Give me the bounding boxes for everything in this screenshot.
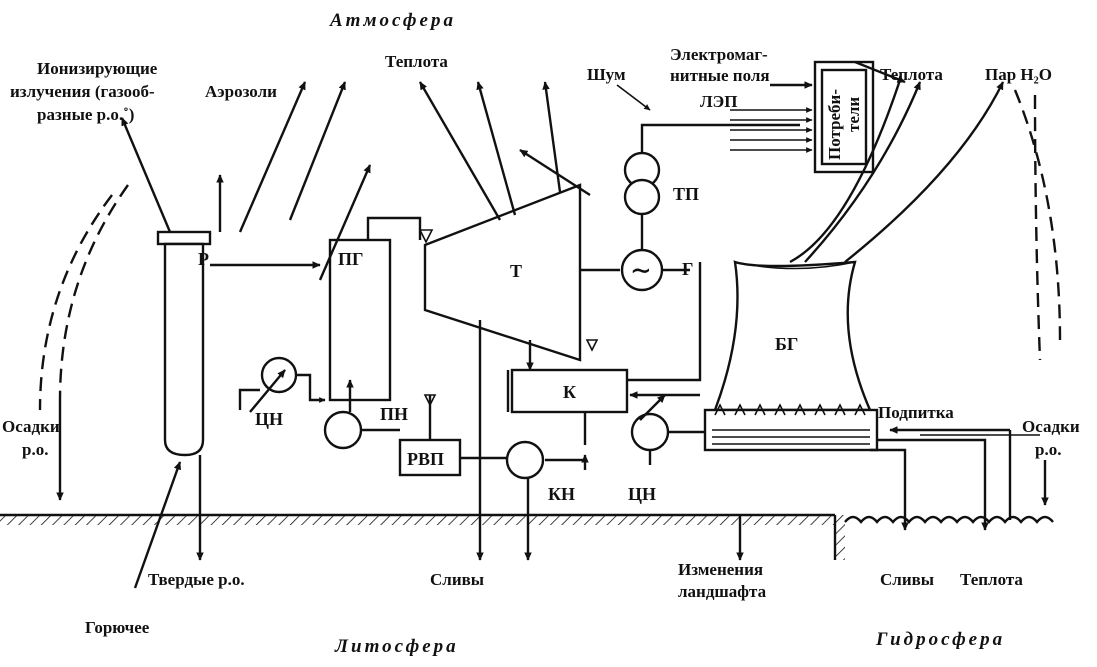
circ-pump-1-label: ЦН [255, 409, 283, 429]
cooling-steam-arrow-1 [844, 81, 1005, 263]
ionizing-label-2: излучения (газооб- [10, 82, 155, 101]
precip-right-label-1: Осадки [1022, 417, 1080, 436]
generator: ∼ [620, 248, 664, 292]
feed-pump-label: ПН [380, 404, 408, 424]
circ-pump-1-line [238, 388, 260, 410]
heat-water-label: Теплота [960, 570, 1023, 589]
condenser-label: К [563, 382, 576, 402]
em-fields-label-1: Электромаг- [670, 45, 768, 64]
condensate-pump-label: КН [548, 484, 575, 504]
heat-consumers-label: Теплота [880, 65, 943, 84]
precip-right-label-2: р.о. [1035, 440, 1061, 459]
water-surface [844, 515, 1054, 524]
heat-top-label: Теплота [385, 52, 448, 71]
reactor: Р [156, 230, 212, 457]
transformer-label: ТП [673, 184, 699, 204]
precip-left-dash-2 [38, 194, 113, 411]
circ-pump-2 [630, 412, 670, 452]
precip-left-dash-1 [58, 184, 129, 401]
noise-arrow [519, 148, 591, 197]
heat-water-arrow [877, 438, 989, 531]
steam-generator: ПГ [328, 238, 392, 402]
landscape-label-1: Изменения [678, 560, 763, 579]
cooling-tower: БГ [703, 260, 879, 452]
sg-steam-line [366, 216, 422, 240]
regen-heater: РВП [398, 438, 462, 477]
valve-1 [423, 394, 437, 407]
regen-heater-label: РВП [407, 449, 444, 469]
reactor-heat-arrow [288, 81, 347, 221]
solid-waste-label: Твердые р.о. [148, 570, 245, 589]
drains-right-label: Сливы [880, 570, 934, 589]
feed-pump [323, 410, 363, 450]
fuel-arrow [133, 461, 182, 589]
steam-label: Пар H₂O [985, 65, 1052, 84]
circ-pump-2-arrow [639, 394, 666, 421]
ionizing-label-3: разные р.о.˚) [37, 105, 134, 124]
turbine: Т [423, 183, 582, 362]
drains-right-arrow [870, 448, 909, 531]
em-fields-label-2: нитные поля [670, 66, 770, 85]
valve-turbine-bleed [585, 339, 599, 352]
valve-turbine-in [418, 229, 434, 244]
sg-heat-arrow [318, 164, 372, 281]
cooling-tower-label: БГ [775, 334, 798, 354]
cooling-heat-arrow-2 [789, 79, 902, 264]
consumers-heat-arrow [854, 60, 906, 84]
fuel-label: Горючее [85, 618, 150, 637]
precip-right-dash-2 [1013, 89, 1062, 341]
ionizing-label-1: Ионизирующие [37, 59, 158, 78]
circ-pump-1-out [296, 373, 326, 403]
lithosphere-label: Литосфера [334, 636, 459, 657]
reactor-atm-arrow [238, 81, 307, 233]
makeup-label: Подпитка [878, 403, 954, 422]
power-line [640, 123, 800, 153]
precip-left-label-2: р.о. [22, 440, 48, 459]
atmosphere-label: Атмосфера [329, 10, 456, 31]
ionizing-arrow [120, 117, 172, 233]
turbine-label: Т [510, 261, 522, 281]
noise-label: Шум [587, 65, 626, 84]
precip-left-label-1: Осадки [2, 417, 60, 436]
sg-label: ПГ [338, 249, 363, 269]
circ-pump-2-label: ЦН [628, 484, 656, 504]
cooling-heat-arrow [804, 81, 922, 263]
power-line-label: ЛЭП [700, 92, 737, 111]
circ-pump-1 [260, 356, 298, 394]
reactor-label: Р [198, 249, 209, 269]
turbine-heat-arrow-1 [418, 81, 502, 221]
transformer [623, 151, 661, 216]
drains-left-label: Сливы [430, 570, 484, 589]
condenser-to-tower [627, 262, 702, 382]
hydrosphere-label: Гидросфера [875, 629, 1005, 650]
aerosols-label: Аэрозоли [205, 82, 277, 101]
landscape-label-2: ландшафта [678, 582, 767, 601]
condensate-pump [505, 440, 545, 480]
ground-surface [0, 513, 845, 560]
circ-pump-1-arrow [249, 369, 286, 413]
generator-symbol: ∼ [630, 256, 652, 285]
turbine-heat-arrow-2 [476, 81, 517, 216]
precip-right-dash [1033, 94, 1042, 361]
consumers-label-1: Потреби- [825, 89, 844, 160]
condenser: К [510, 368, 629, 414]
consumers-label-2: тели [844, 97, 863, 132]
consumers-box: Потреби- тели [813, 60, 875, 174]
noise-to-line-arrow [616, 84, 651, 111]
